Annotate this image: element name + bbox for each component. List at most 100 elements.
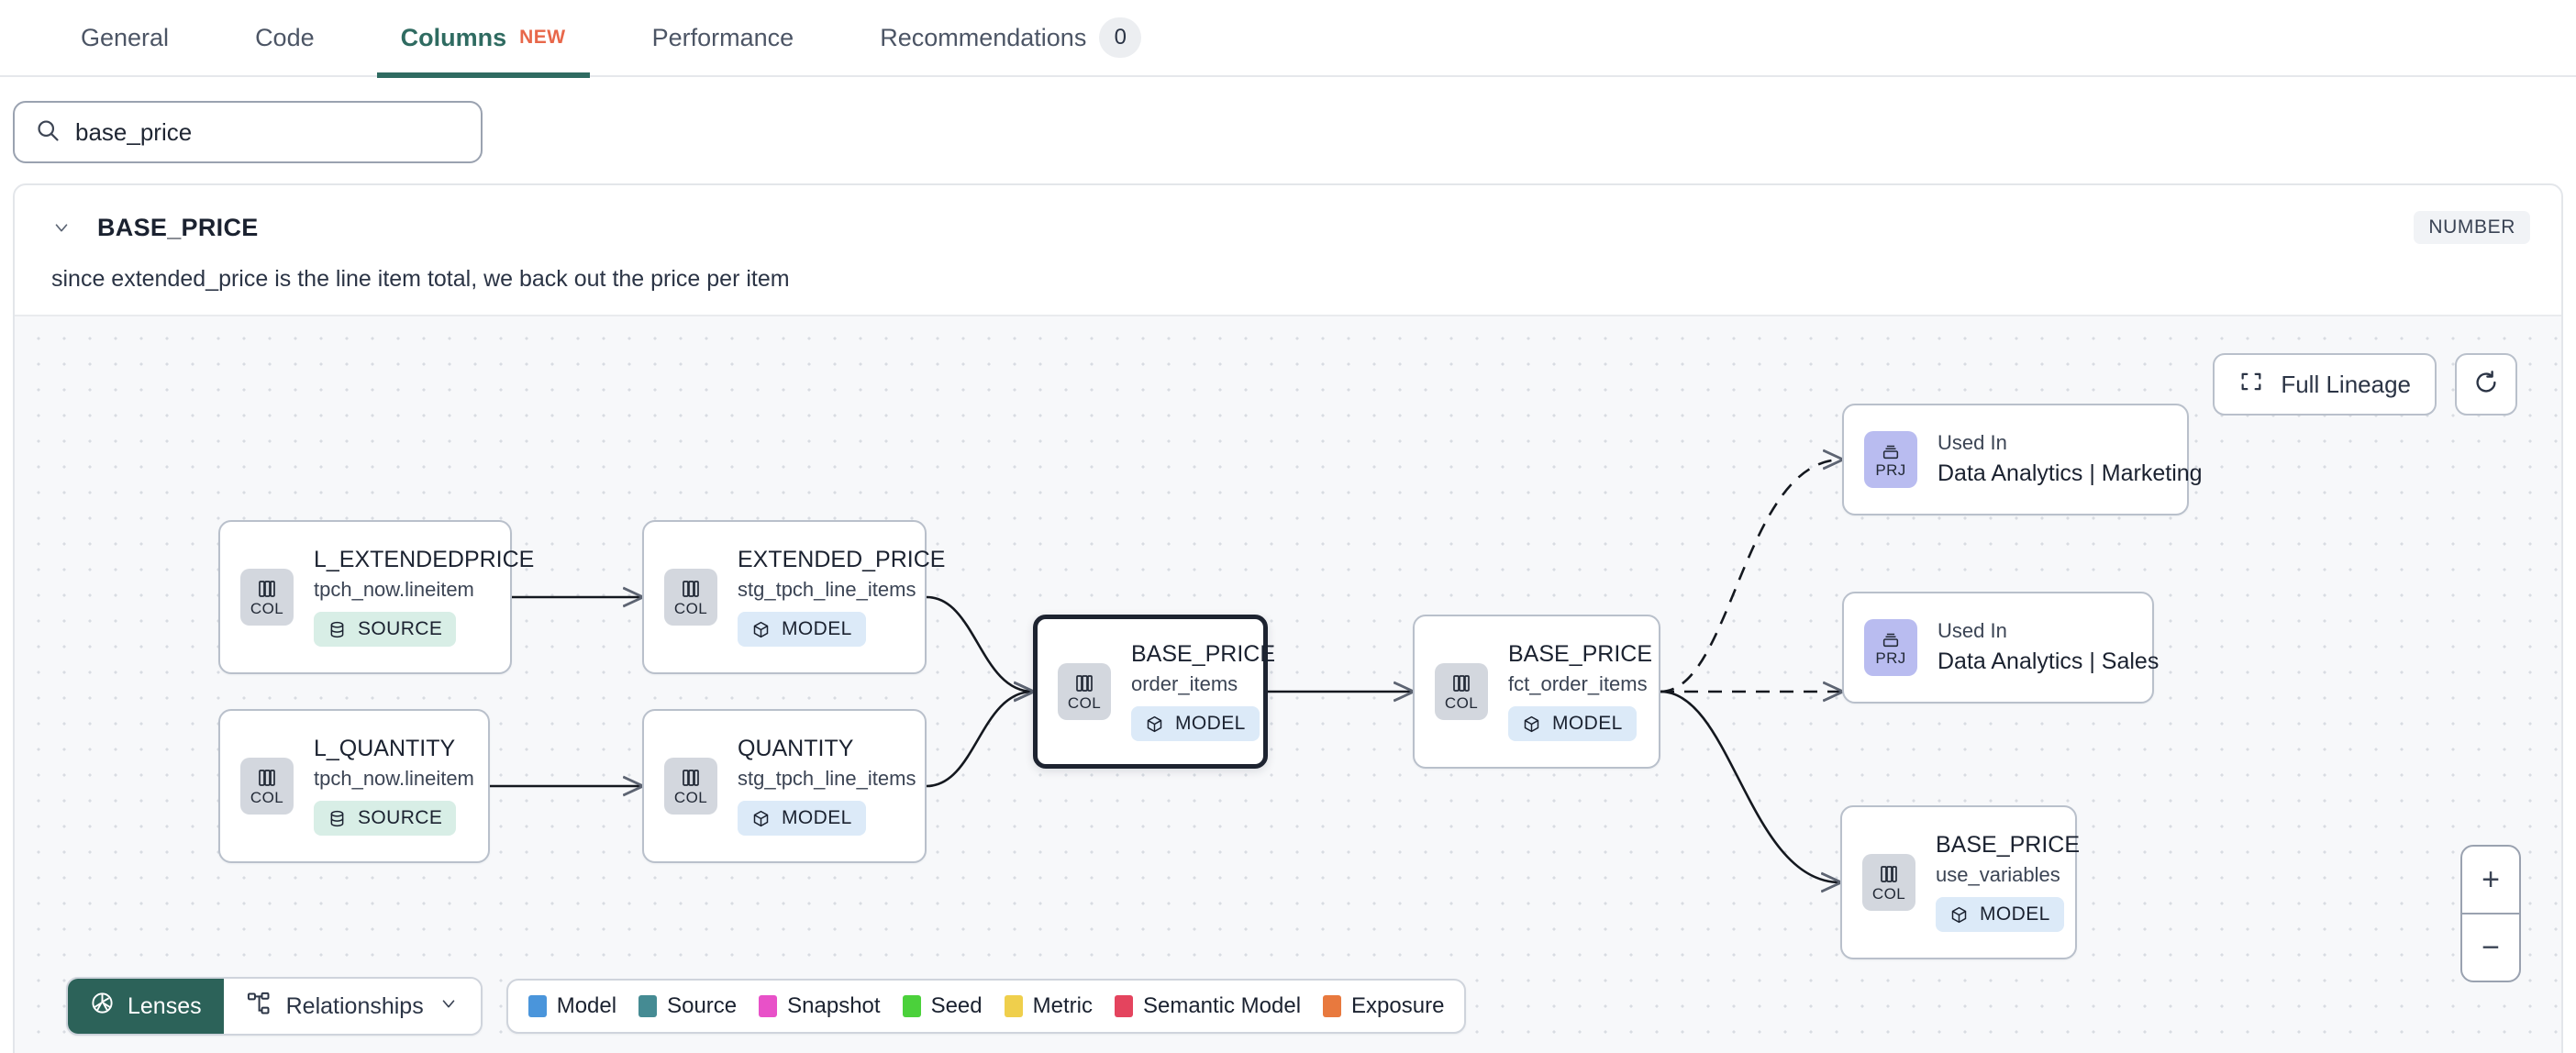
legend-item-metric: Metric: [1004, 993, 1093, 1019]
column-description: since extended_price is the line item to…: [51, 266, 790, 292]
column-icon: COL: [240, 758, 294, 815]
node-subtitle: use_variables: [1936, 863, 2060, 887]
legend-swatch: [1004, 995, 1023, 1017]
tab-label: Code: [255, 23, 315, 51]
node-title: L_EXTENDEDPRICE: [314, 546, 535, 572]
legend-swatch: [1323, 995, 1342, 1017]
column-icon: COL: [1435, 663, 1488, 720]
node-title: BASE_PRICE: [1508, 640, 1653, 667]
chevron-down-icon[interactable]: [48, 214, 75, 241]
legend-label: Snapshot: [787, 993, 881, 1018]
tab-label: Recommendations: [880, 23, 1087, 51]
refresh-icon: [2472, 369, 2500, 401]
relationships-icon: [246, 991, 272, 1023]
search-icon: [35, 117, 61, 148]
lineage-node-quantity[interactable]: COL QUANTITY stg_tpch_line_items MODEL: [642, 709, 927, 863]
legend-label: Metric: [1032, 993, 1093, 1018]
node-icon-kind: COL: [673, 600, 708, 617]
edge-quantity-to-baseprice: [926, 692, 1033, 788]
node-title: L_QUANTITY: [314, 735, 456, 761]
node-tag-label: MODEL: [782, 807, 852, 829]
column-type-badge: NUMBER: [2414, 211, 2530, 244]
tab-performance[interactable]: Performance: [628, 0, 818, 76]
lineage-node-l-extendedprice[interactable]: COL L_EXTENDEDPRICE tpch_now.lineitem SO…: [218, 520, 534, 674]
node-tag-label: MODEL: [1175, 713, 1246, 735]
legend-label: Exposure: [1351, 993, 1445, 1018]
search-input[interactable]: [75, 117, 461, 147]
used-in-value: Data Analytics | Marketing: [1938, 460, 2203, 487]
lineage-node-base-price-order-items[interactable]: COL BASE_PRICE order_items MODEL: [1033, 615, 1275, 769]
relationships-dropdown[interactable]: Relationships: [223, 979, 481, 1034]
zoom-in-button[interactable]: +: [2462, 847, 2519, 914]
legend-label: Semantic Model: [1142, 993, 1302, 1018]
full-lineage-button[interactable]: Full Lineage: [2213, 353, 2437, 416]
zoom-controls: + −: [2460, 845, 2521, 982]
lineage-node-base-price-fct-order-items[interactable]: COL BASE_PRICE fct_order_items MODEL: [1413, 615, 1660, 769]
lineage-node-project-sales[interactable]: PRJ Used In Data Analytics | Sales: [1842, 592, 2159, 704]
legend-swatch: [902, 995, 921, 1017]
refresh-button[interactable]: [2455, 353, 2517, 416]
node-icon-kind: COL: [1067, 694, 1102, 712]
node-icon-kind: PRJ: [1875, 649, 1906, 667]
lenses-button[interactable]: Lenses: [68, 979, 224, 1034]
node-type-tag: MODEL: [738, 801, 866, 837]
lineage-node-l-quantity[interactable]: COL L_QUANTITY tpch_now.lineitem SOURCE: [218, 709, 490, 863]
lineage-canvas[interactable]: COL L_EXTENDEDPRICE tpch_now.lineitem SO…: [15, 315, 2561, 1053]
cube-icon: [1951, 906, 1967, 923]
node-icon-kind: COL: [1444, 694, 1479, 712]
page-title: BASE_PRICE: [97, 213, 259, 241]
node-tag-label: MODEL: [1552, 713, 1623, 735]
node-subtitle: order_items: [1131, 672, 1238, 696]
node-type-tag: SOURCE: [314, 612, 457, 648]
cube-icon: [1147, 715, 1162, 732]
node-icon-kind: PRJ: [1875, 461, 1906, 479]
lenses-label: Lenses: [128, 992, 202, 1019]
database-icon: [330, 621, 344, 637]
database-icon: [330, 810, 344, 826]
lineage-node-extended-price[interactable]: COL EXTENDED_PRICE stg_tpch_line_items M…: [642, 520, 945, 674]
used-in-label: Used In: [1938, 430, 2007, 454]
column-icon: COL: [1058, 663, 1111, 720]
legend-swatch: [527, 995, 547, 1017]
tab-recommendations[interactable]: Recommendations 0: [856, 0, 1165, 76]
node-type-tag: MODEL: [738, 612, 866, 648]
lineage-node-project-marketing[interactable]: PRJ Used In Data Analytics | Marketing: [1842, 404, 2203, 515]
lineage-node-base-price-use-variables[interactable]: COL BASE_PRICE use_variables MODEL: [1840, 805, 2080, 959]
legend-swatch: [638, 995, 658, 1017]
canvas-bottom-toolbar: Lenses Relationships Model: [66, 977, 1467, 1036]
tab-code[interactable]: Code: [231, 0, 339, 76]
column-icon: COL: [664, 569, 717, 626]
node-type-tag: SOURCE: [314, 801, 457, 837]
tab-columns[interactable]: Columns NEW: [376, 0, 590, 78]
tab-label: Columns: [400, 23, 507, 51]
node-subtitle: tpch_now.lineitem: [314, 578, 474, 602]
edge-fct-to-usevariables: [1660, 690, 1840, 882]
tab-bar: General Code Columns NEW Performance Rec…: [0, 0, 2576, 78]
node-subtitle: tpch_now.lineitem: [314, 767, 474, 791]
tab-general[interactable]: General: [57, 0, 193, 76]
relationships-label: Relationships: [285, 992, 424, 1019]
column-header: BASE_PRICE NUMBER: [15, 185, 2561, 246]
lineage-edges: [490, 316, 2561, 1053]
legend-label: Source: [667, 993, 738, 1018]
tab-new-badge: NEW: [519, 27, 566, 48]
legend-item-model: Model: [527, 993, 616, 1019]
column-icon: COL: [240, 569, 294, 626]
zoom-out-button[interactable]: −: [2482, 929, 2500, 965]
legend-swatch: [759, 995, 778, 1017]
tab-label: General: [81, 23, 170, 51]
cube-icon: [1524, 715, 1539, 732]
used-in-label: Used In: [1938, 618, 2007, 642]
legend-item-seed: Seed: [902, 993, 983, 1019]
node-title: QUANTITY: [738, 735, 854, 761]
node-tag-label: MODEL: [782, 618, 852, 640]
chevron-down-icon: [439, 993, 459, 1020]
legend-item-snapshot: Snapshot: [759, 993, 881, 1019]
lineage-legend: Model Source Snapshot Seed Metric: [505, 979, 1467, 1034]
project-icon: PRJ: [1864, 619, 1917, 676]
node-tag-label: MODEL: [1980, 903, 2050, 926]
node-tag-label: SOURCE: [358, 807, 443, 829]
search-box[interactable]: [13, 101, 483, 163]
used-in-value: Data Analytics | Sales: [1938, 648, 2160, 675]
column-icon: COL: [1862, 854, 1915, 911]
